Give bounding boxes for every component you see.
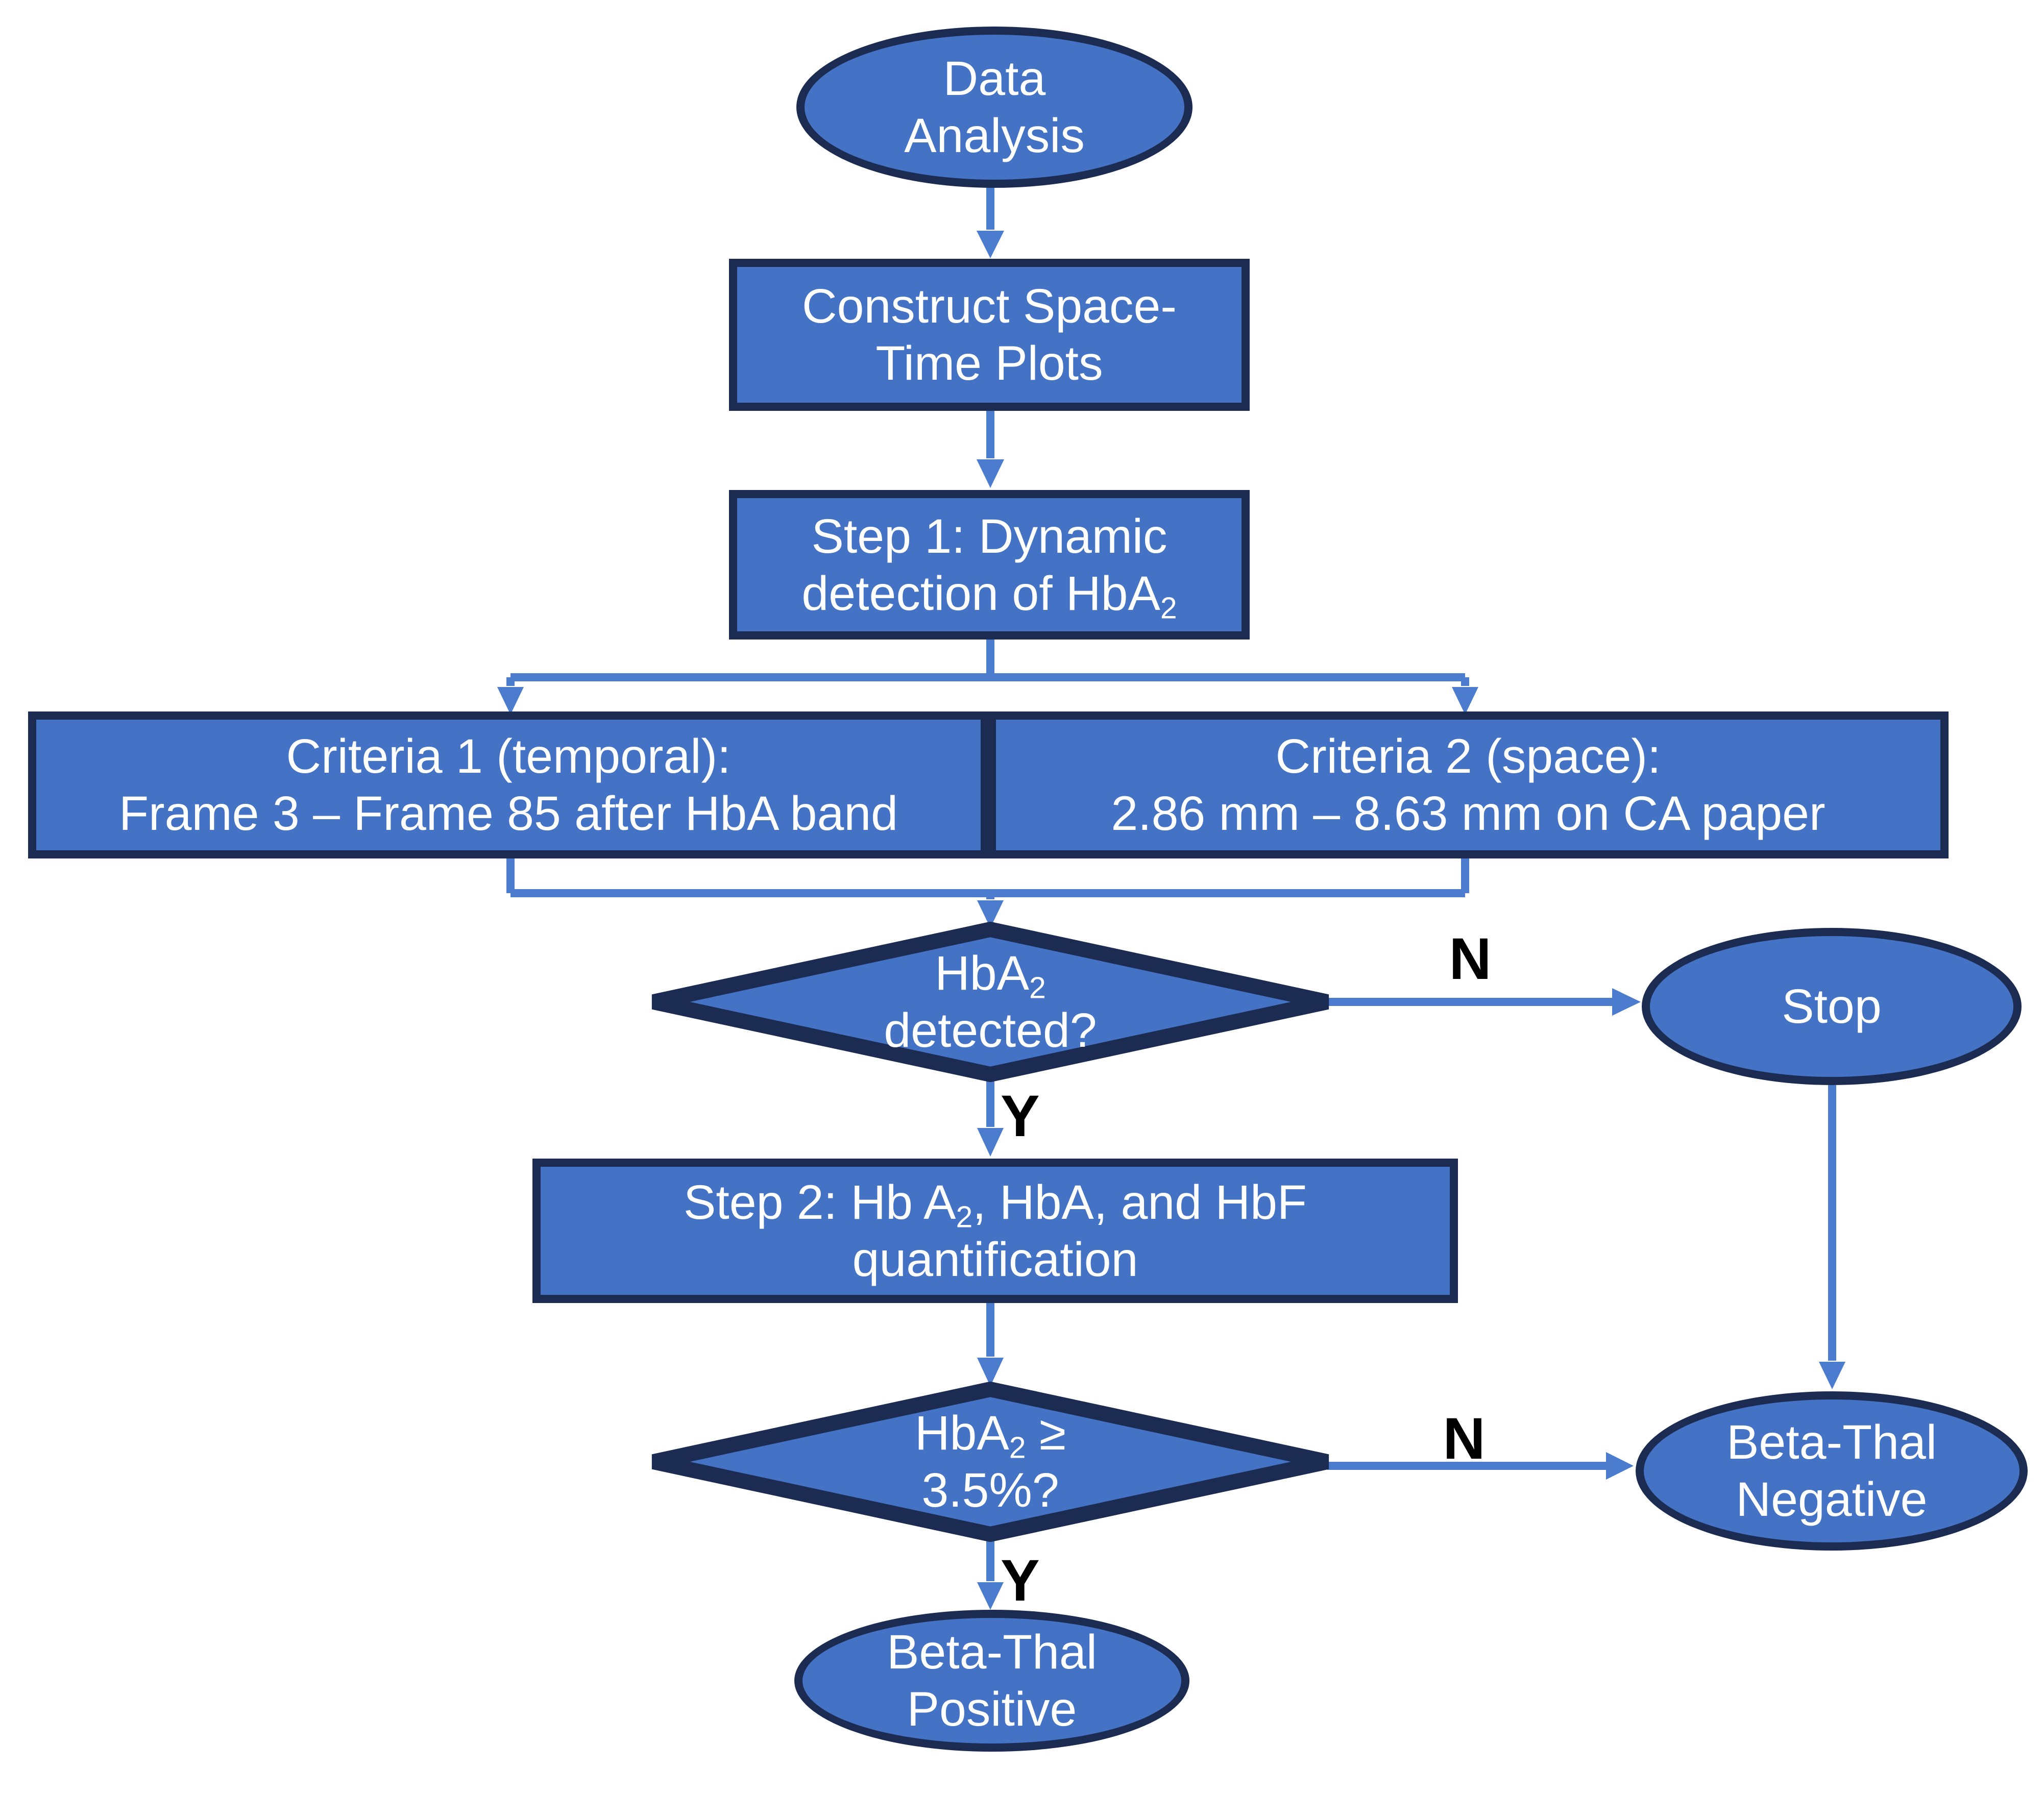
diamond-shape — [651, 1382, 1329, 1542]
node-label: Criteria 2 (space): — [1275, 729, 1661, 783]
arrowhead-to-criteria2 — [1452, 687, 1478, 715]
node-label: Negative — [1736, 1472, 1928, 1527]
subscript: 2 — [1009, 1431, 1026, 1465]
arrowhead-to-decision1 — [977, 900, 1004, 928]
node-label: Positive — [907, 1682, 1077, 1736]
node-label: 3.5%? — [921, 1463, 1059, 1517]
subscript: 2 — [1029, 971, 1046, 1005]
node-criteria-box: Criteria 1 (temporal): Frame 3 – Frame 8… — [28, 711, 1949, 858]
node-label: Criteria 1 (temporal): — [286, 729, 731, 783]
node-label: Time Plots — [875, 336, 1103, 390]
arrowhead-to-positive — [977, 1582, 1004, 1610]
node-label: Stop — [1782, 979, 1882, 1034]
node-label: Step 2: Hb A2, HbA, and HbF — [684, 1175, 1307, 1234]
subscript: 2 — [1160, 591, 1177, 625]
edge-criteria-merge — [506, 856, 1469, 899]
node-label: Data — [943, 52, 1046, 106]
node-decision-hba2-detected: HbA2 detected? — [646, 922, 1335, 1082]
node-beta-thal-positive: Beta-Thal Positive — [794, 1610, 1189, 1752]
node-label: Beta-Thal — [887, 1625, 1097, 1679]
node-construct-space-time-plots: Construct Space- Time Plots — [729, 259, 1250, 411]
edge-step1-branch — [506, 640, 1469, 686]
diamond-shape — [651, 922, 1329, 1082]
node-label: Frame 3 – Frame 85 after HbA band — [118, 787, 898, 841]
subscript: 2 — [956, 1200, 973, 1234]
node-label: Beta-Thal — [1726, 1415, 1937, 1469]
arrowhead-stop-to-negative — [1819, 1362, 1845, 1389]
node-stop: Stop — [1642, 928, 2022, 1085]
node-label: Step 1: Dynamic — [811, 509, 1167, 563]
arrowhead-to-stop — [1612, 988, 1641, 1016]
arrowhead-to-decision2 — [977, 1358, 1004, 1386]
branch-label-decision2-no: N — [1443, 1406, 1486, 1471]
node-label: detection of HbA2 — [801, 566, 1177, 625]
node-label: Construct Space- — [802, 279, 1177, 333]
node-criteria-1-temporal: Criteria 1 (temporal): Frame 3 – Frame 8… — [36, 720, 981, 850]
arrowhead-to-criteria1 — [497, 687, 524, 715]
branch-label-decision2-yes: Y — [1001, 1548, 1040, 1613]
arrowhead-to-step1 — [977, 459, 1004, 488]
arrowhead-to-negative — [1606, 1452, 1634, 1480]
arrowhead-to-construct — [977, 231, 1004, 258]
branch-label-decision1-yes: Y — [1001, 1084, 1040, 1149]
node-step1-dynamic-detection: Step 1: Dynamic detection of HbA2 — [729, 490, 1250, 640]
node-label: HbA2 — [935, 946, 1046, 1005]
node-label: Analysis — [904, 109, 1085, 163]
branch-label-decision1-no: N — [1449, 926, 1492, 992]
node-beta-thal-negative: Beta-Thal Negative — [1636, 1391, 2028, 1551]
arrowhead-to-step2 — [977, 1128, 1004, 1157]
node-label: quantification — [852, 1232, 1138, 1287]
node-criteria-2-space: Criteria 2 (space): 2.86 mm – 8.63 mm on… — [981, 720, 1940, 850]
node-decision-hba2-threshold: HbA2 ≥ 3.5%? — [646, 1382, 1335, 1542]
node-label: HbA2 ≥ — [914, 1406, 1066, 1465]
node-label: 2.86 mm – 8.63 mm on CA paper — [1111, 787, 1826, 841]
node-label: detected? — [884, 1003, 1097, 1058]
node-data-analysis: Data Analysis — [796, 27, 1193, 188]
node-step2-quantification: Step 2: Hb A2, HbA, and HbF quantificati… — [532, 1159, 1458, 1303]
